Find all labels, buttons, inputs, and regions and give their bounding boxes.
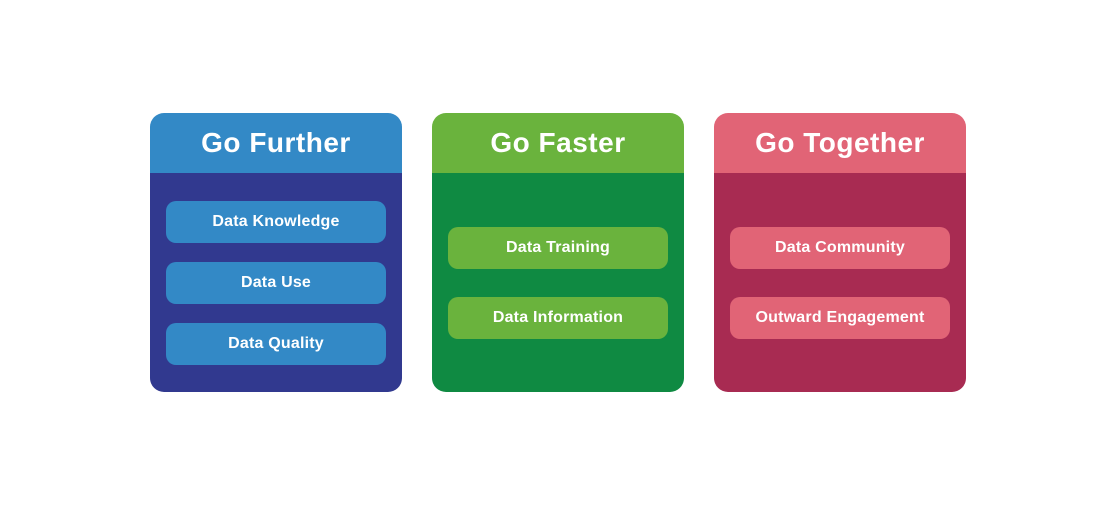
pill-data-knowledge: Data Knowledge: [166, 200, 386, 243]
card-go-faster-title: Go Faster: [490, 127, 626, 158]
card-go-further: Go Further Data Knowledge Data Use Data …: [150, 113, 402, 392]
card-go-further-header: Go Further: [150, 113, 402, 173]
pill-data-training: Data Training: [448, 226, 668, 269]
card-go-together: Go Together Data Community Outward Engag…: [714, 113, 966, 392]
card-go-further-body: Data Knowledge Data Use Data Quality: [150, 173, 402, 392]
card-go-faster-body: Data Training Data Information: [432, 173, 684, 392]
pill-data-use: Data Use: [166, 261, 386, 304]
pill-outward-engagement: Outward Engagement: [730, 296, 950, 339]
pill-data-information: Data Information: [448, 296, 668, 339]
card-go-further-title: Go Further: [201, 127, 351, 158]
card-go-together-body: Data Community Outward Engagement: [714, 173, 966, 392]
pill-data-community: Data Community: [730, 226, 950, 269]
card-go-together-title: Go Together: [755, 127, 925, 158]
card-go-together-header: Go Together: [714, 113, 966, 173]
pill-data-quality: Data Quality: [166, 322, 386, 365]
card-go-faster: Go Faster Data Training Data Information: [432, 113, 684, 392]
card-go-faster-header: Go Faster: [432, 113, 684, 173]
pillar-cards-row: Go Further Data Knowledge Data Use Data …: [150, 113, 966, 392]
